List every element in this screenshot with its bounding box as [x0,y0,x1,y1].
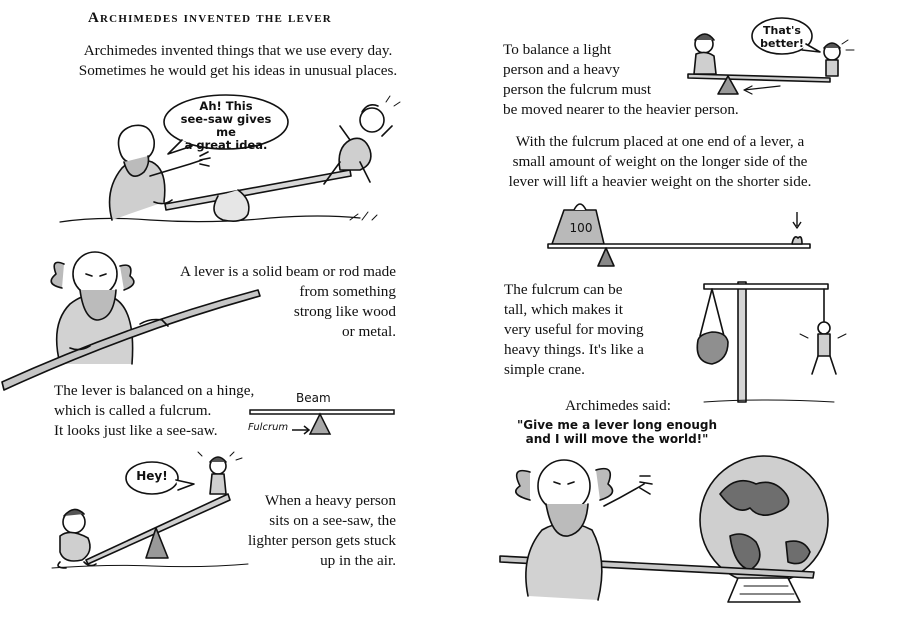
kids-seesaw-illustration [46,452,256,576]
archimedes-seesaw-illustration [50,92,410,232]
lever-diagram [246,406,398,442]
fulcrum-text: The lever is balanced on a hinge, which … [54,382,255,439]
weight-lever-diagram [540,192,824,274]
weight-label: 100 [569,221,593,235]
diagram-beam-label: Beam [296,391,331,405]
said-label: Archimedes said: [565,397,671,414]
speech-better: That's better! [760,24,804,50]
speech-hey: Hey! [136,469,168,483]
speech-bubble-text: Ah! This see-saw gives me a great idea. [180,99,272,152]
balanced-seesaw-illustration [680,14,856,98]
lever-definition-text: A lever is a solid beam or rod made from… [180,263,396,340]
crane-text: The fulcrum can be tall, which makes it … [504,281,644,378]
diagram-fulcrum-label: Fulcrum [248,422,289,433]
archimedes-world-illustration [494,446,850,606]
fulcrum-end-text: With the fulcrum placed at one end of a … [508,133,812,190]
archimedes-rod-illustration [0,244,270,394]
intro-text: Archimedes invented things that we use e… [78,42,398,79]
archimedes-quote: "Give me a lever long enough and I will … [516,418,718,446]
crane-illustration [684,278,854,406]
page-title: Archimedes invented the lever [88,10,332,26]
balance-text: To balance a light person and a heavy pe… [503,41,739,118]
heavy-person-text: When a heavy person sits on a see-saw, t… [247,492,396,569]
